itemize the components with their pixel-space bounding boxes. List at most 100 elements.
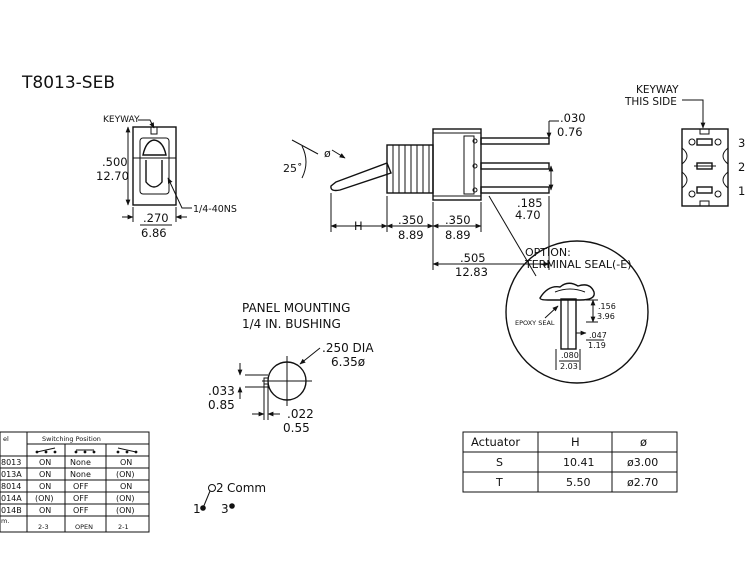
- bushing-side: [386, 144, 434, 194]
- panel-key-flat: [263, 377, 268, 385]
- actuator-table-border: [462, 431, 678, 493]
- dim-a-in: .156: [598, 302, 616, 311]
- epoxy-surface: [554, 288, 586, 293]
- dim-c-mm: 2.03: [560, 362, 578, 371]
- terminal-3-label: 3: [221, 502, 229, 516]
- rear-pin-label-2: 2: [738, 160, 745, 174]
- body-len-in: .350: [445, 213, 471, 227]
- terminal-2-label: 2: [216, 481, 224, 495]
- front-body-outline: [132, 126, 177, 206]
- thread-leader: [167, 177, 192, 209]
- table-row: T 5.50 ø2.70: [495, 476, 658, 489]
- svg-text:(ON): (ON): [116, 506, 135, 515]
- keyway-notch: [150, 126, 158, 135]
- rear-terminal-1: [696, 186, 713, 194]
- rear-pin-label-3: 3: [738, 136, 745, 150]
- dia-symbol: ø: [324, 147, 331, 160]
- terminal-3-node: [229, 503, 235, 509]
- detail-circle: [505, 240, 649, 384]
- svg-text:T: T: [495, 476, 503, 489]
- table-row: 8014 ON OFF ON: [1, 482, 132, 491]
- panel-mounting: PANEL MOUNTING 1/4 IN. BUSHING .250 DIA …: [208, 301, 374, 435]
- term-thk-mm: 0.76: [557, 125, 583, 139]
- body-base: [463, 135, 475, 195]
- epoxy-leader: [544, 305, 559, 319]
- front-height-in: .500: [102, 155, 128, 169]
- table-row: S 10.41 ø3.00: [496, 456, 658, 469]
- term-pitch-mm: 4.70: [515, 208, 541, 222]
- dim-a-mm: 3.96: [597, 312, 615, 321]
- dim-b-mm: 1.19: [588, 341, 606, 350]
- svg-text:8013: 8013: [1, 458, 21, 467]
- rear-keyway-leader: [682, 99, 706, 129]
- rear-pin-label-1: 1: [738, 184, 745, 198]
- svg-text:2-1: 2-1: [118, 523, 129, 531]
- epoxy-blob: [539, 282, 595, 301]
- svg-text:OFF: OFF: [73, 482, 89, 491]
- table-row: 8013 ON None ON: [1, 458, 132, 467]
- rear-corner-dot-1: [688, 138, 696, 146]
- bushing-threads: [392, 145, 430, 193]
- rear-corner-dot-3: [688, 190, 696, 198]
- panel-key-mm: 0.55: [283, 421, 310, 435]
- svg-text:014B: 014B: [1, 506, 22, 515]
- svg-text:014A: 014A: [1, 494, 22, 503]
- terminal-schematic: 2 Comm 1 3: [193, 481, 266, 516]
- svg-text:10.41: 10.41: [563, 456, 595, 469]
- dim-b-in: .047: [589, 331, 607, 340]
- detail-leader: [488, 195, 537, 277]
- terminals-side: [472, 137, 550, 194]
- rear-side-notch-right-2: [722, 171, 729, 189]
- rear-keyway-1: KEYWAY: [636, 84, 679, 96]
- svg-text:OFF: OFF: [73, 494, 89, 503]
- position-icon-2: [74, 449, 96, 454]
- actuator-header-actuator: Actuator: [471, 435, 520, 449]
- side-view: 25˚ ø: [283, 111, 586, 279]
- part-number-title: T8013-SEB: [21, 73, 115, 93]
- svg-text:ON: ON: [39, 470, 51, 479]
- svg-text:(ON): (ON): [35, 494, 54, 503]
- svg-text:(ON): (ON): [116, 470, 135, 479]
- term-pitch-in: .185: [517, 196, 543, 210]
- terminal-seal-detail: OPTION: TERMINAL SEAL(-E) EPOXY SEAL .15…: [488, 195, 649, 384]
- dim-h: H: [354, 219, 363, 233]
- table-row: 014B ON OFF (ON): [1, 506, 135, 515]
- toggle-cap: [142, 139, 167, 156]
- dim-c-in: .080: [561, 351, 579, 360]
- svg-text:ø3.00: ø3.00: [627, 456, 658, 469]
- thread-spec: 1/4-40NS: [193, 204, 237, 215]
- epoxy-label: EPOXY SEAL: [515, 319, 555, 327]
- svg-text:013A: 013A: [1, 470, 22, 479]
- dia-arrow: [331, 149, 346, 159]
- option-title-2: TERMINAL SEAL(-E): [524, 258, 632, 271]
- svg-text:m.: m.: [1, 517, 9, 525]
- switching-table-border: [0, 431, 150, 533]
- rear-keyway-notch: [699, 128, 710, 135]
- svg-text:8014: 8014: [1, 482, 21, 491]
- comm-label: Comm: [227, 481, 266, 495]
- svg-text:ON: ON: [39, 458, 51, 467]
- table-row: 014A (ON) OFF (ON): [1, 494, 135, 503]
- svg-text:S: S: [496, 456, 503, 469]
- svg-text:(ON): (ON): [116, 494, 135, 503]
- rear-view: KEYWAY THIS SIDE 3 2 1: [624, 84, 745, 207]
- position-icon-1: [35, 447, 57, 454]
- svg-text:None: None: [70, 470, 91, 479]
- switching-table: el Switching Position 8013 ON None ON 01…: [0, 431, 150, 533]
- panel-key-in: .022: [287, 407, 314, 421]
- front-bushing: [139, 137, 170, 195]
- angle-label: 25˚: [283, 162, 303, 175]
- switch-table-model-header: el: [3, 435, 9, 443]
- keyway-label: KEYWAY: [103, 115, 140, 125]
- svg-text:ø2.70: ø2.70: [627, 476, 658, 489]
- panel-dia-in: .250 DIA: [322, 341, 374, 355]
- svg-text:ON: ON: [120, 482, 132, 491]
- option-title-1: OPTION:: [525, 246, 571, 259]
- actuator-header-h: H: [571, 435, 580, 449]
- panel-mounting-line2: 1/4 IN. BUSHING: [242, 317, 341, 331]
- angle-line: [291, 139, 319, 155]
- front-view: KEYWAY .500 12.70 .270 6.86 1/4-40NS: [96, 115, 237, 240]
- svg-text:5.50: 5.50: [566, 476, 591, 489]
- keyway-leader: [138, 119, 155, 129]
- switch-table-position-header: Switching Position: [42, 435, 101, 443]
